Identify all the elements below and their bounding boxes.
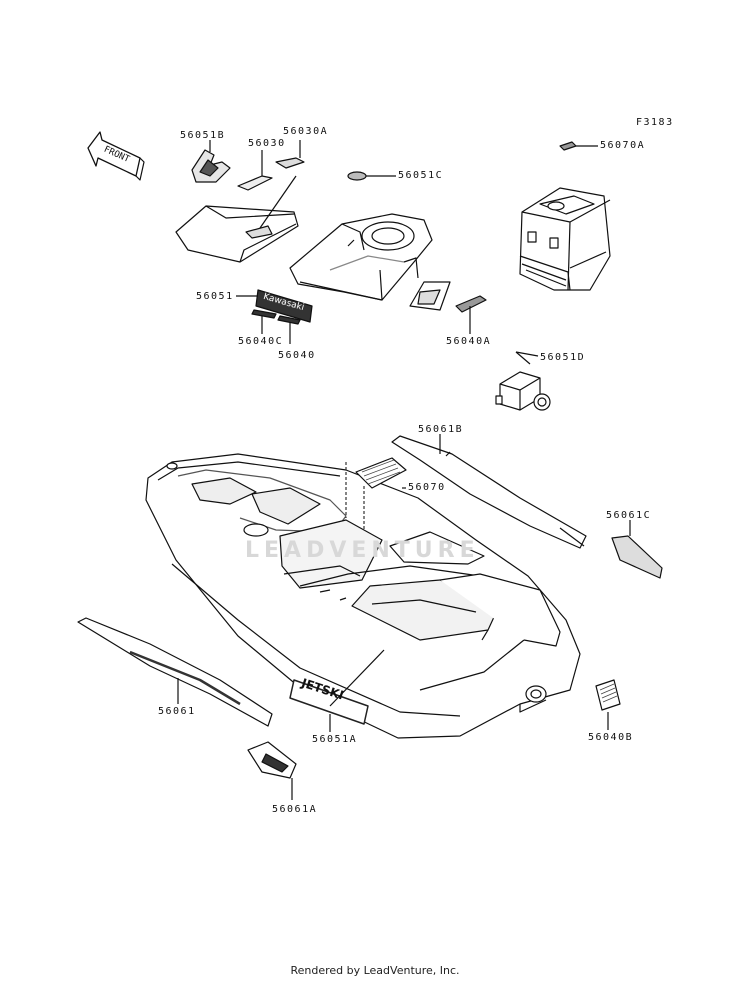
label-56030: 56030 [248,138,286,149]
vent-decal-56070 [345,457,407,530]
seat-cover [175,175,299,263]
label-56061: 56061 [158,706,196,717]
engine-hood [289,213,433,301]
label-56061a: 56061A [272,804,318,815]
stripe-56061c [611,535,663,579]
label-56040b: 56040B [588,732,634,743]
stripe-56061b [391,435,587,549]
footer-credit: Rendered by LeadVenture, Inc. [290,964,460,977]
label-56051c: 56051C [398,170,444,181]
storage-box [519,187,611,291]
decal-56030 [237,175,273,191]
decal-56051c [347,171,367,181]
figure-code: F3183 [636,117,674,128]
switch-box [495,371,551,411]
decal-56040a [455,295,487,313]
label-56051b: 56051B [180,130,226,141]
label-56070a: 56070A [600,140,646,151]
label-56051: 56051 [196,291,234,302]
hull [145,453,581,739]
label-56070: 56070 [408,482,446,493]
decal-56040b [595,679,621,711]
label-56051d: 56051D [540,352,586,363]
decal-56051b [191,149,231,183]
bracket [409,281,451,311]
front-arrow-icon: FRONT [87,131,145,181]
label-56040: 56040 [278,350,316,361]
label-56061c: 56061C [606,510,652,521]
decal-56070a [559,141,577,151]
label-56051a: 56051A [312,734,358,745]
label-56030a: 56030A [283,126,329,137]
label-56040a: 56040A [446,336,492,347]
decal-56061a [247,741,297,779]
decal-56030a [275,157,305,169]
stripe-56061 [77,617,273,727]
watermark: LEADVENTURE [245,538,480,563]
label-56061b: 56061B [418,424,464,435]
label-56040c: 56040C [238,336,284,347]
